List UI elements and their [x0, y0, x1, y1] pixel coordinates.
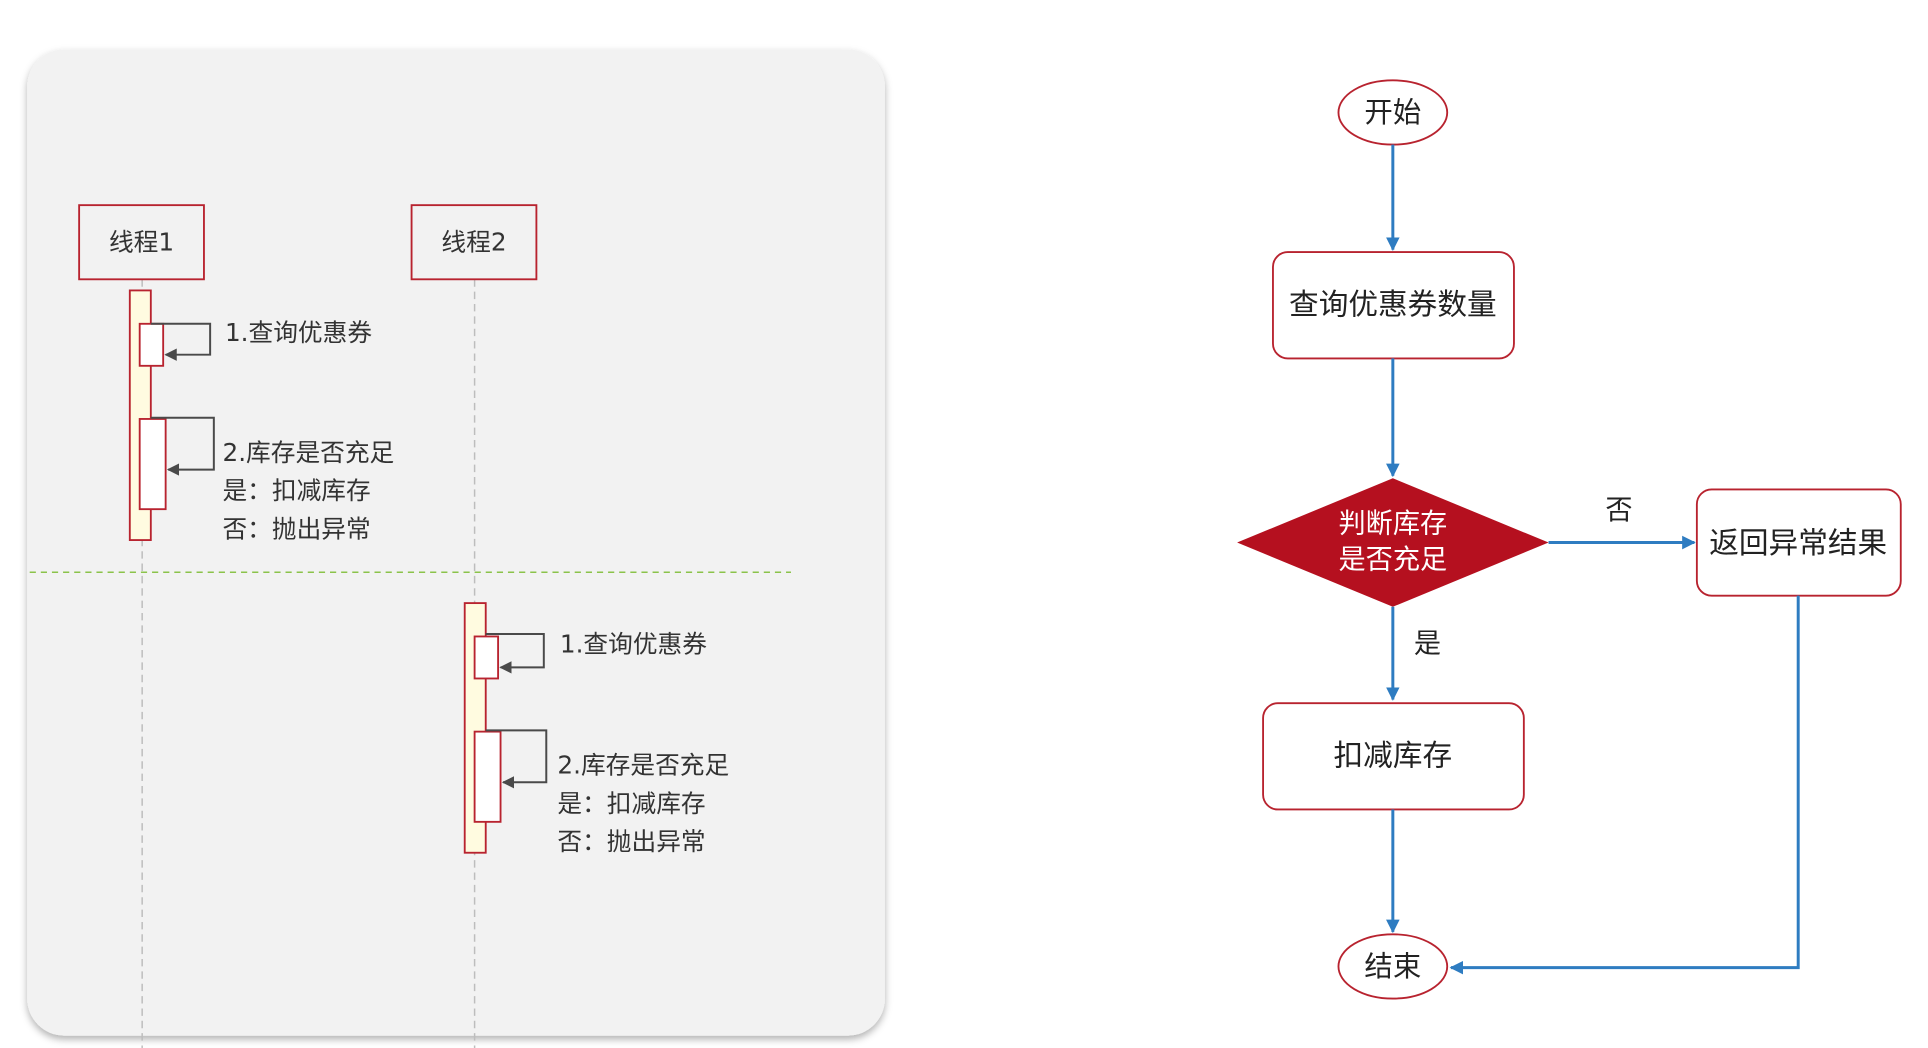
flow-deduct-node: 扣减库存	[1262, 702, 1525, 811]
flow-error-node: 返回异常结果	[1695, 488, 1902, 597]
thread1-check-self-call-arrow	[150, 416, 215, 476]
flow-end-label: 结束	[1364, 950, 1421, 983]
thread1-label: 线程1	[109, 228, 174, 257]
thread1-activation: 1.查询优惠券 2.库存是否充足 是：扣减库存 否：抛出异常	[128, 289, 394, 543]
flow-error-label: 返回异常结果	[1709, 525, 1887, 560]
thread2-check-no-label: 否：抛出异常	[557, 827, 705, 856]
flow-query-label: 查询优惠券数量	[1289, 287, 1497, 322]
flow-decision-label-line2: 是否充足	[1338, 544, 1447, 575]
thread1-check-step-label: 2.库存是否充足	[222, 438, 394, 467]
thread2-check-yes-label: 是：扣减库存	[557, 789, 705, 818]
thread2-check-step-label: 2.库存是否充足	[557, 750, 729, 779]
sequence-panel	[27, 49, 885, 1036]
thread2-activation: 1.查询优惠券 2.库存是否充足 是：扣减库存 否：抛出异常	[463, 602, 729, 856]
thread1-query-self-call-arrow	[150, 322, 212, 361]
thread2-label: 线程2	[441, 228, 506, 257]
thread2-query-step-label: 1.查询优惠券	[560, 629, 707, 658]
yes-branch-label: 是	[1414, 628, 1441, 659]
flow-decision-label-line1: 判断库存	[1338, 509, 1447, 540]
thread1-box	[78, 204, 205, 281]
thread2-check-exec-box	[473, 730, 502, 823]
thread1-check-yes-label: 是：扣减库存	[222, 476, 370, 505]
flow-start-node: 开始	[1337, 79, 1449, 146]
sequence-diagram: 线程1 线程2 1.查询优惠券 2.库存是否充足 是：扣减库存 否：抛出异常 1…	[27, 49, 885, 1048]
flowchart: 开始 查询优惠券数量 判断库存 是否充足 否 返回异常结果 是 扣减库存	[1237, 79, 1902, 1000]
thread2-query-exec-box	[473, 635, 500, 680]
no-branch-label: 否	[1605, 495, 1632, 526]
thread1-query-step-label: 1.查询优惠券	[225, 318, 372, 347]
flow-decision-node: 判断库存 是否充足	[1237, 478, 1549, 607]
thread2-check-self-call-arrow	[485, 729, 548, 789]
flow-deduct-label: 扣减库存	[1334, 738, 1453, 773]
thread2-header: 线程2	[410, 204, 538, 281]
thread2-query-self-call-arrow	[485, 633, 545, 674]
thread1-header: 线程1	[78, 204, 205, 281]
flow-start-label: 开始	[1364, 96, 1421, 129]
thread1-query-exec-box	[138, 322, 165, 367]
flow-decision-diamond	[1237, 478, 1549, 607]
thread1-check-exec-box	[138, 418, 167, 511]
thread2-box	[410, 204, 538, 281]
flow-query-node: 查询优惠券数量	[1272, 251, 1515, 360]
flow-end-node: 结束	[1337, 933, 1449, 1000]
arrow-error-to-end	[1449, 595, 1800, 975]
flow-end-ellipse	[1337, 933, 1449, 1000]
thread1-check-no-label: 否：抛出异常	[222, 514, 370, 543]
